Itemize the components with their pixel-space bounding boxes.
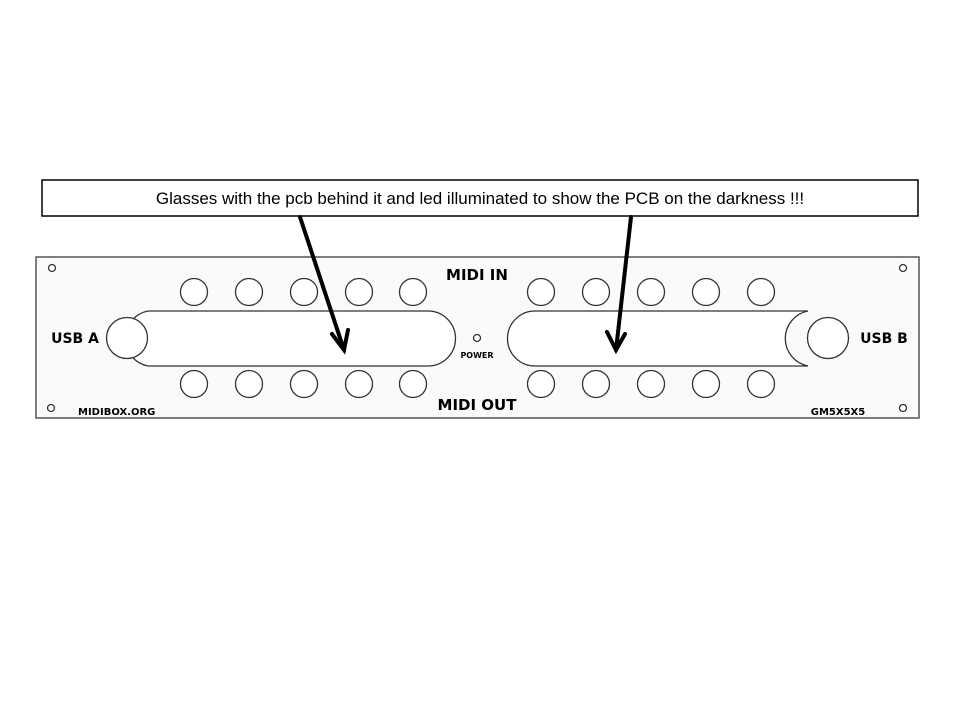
power-label: POWER: [460, 351, 493, 360]
usb-b-port: [806, 316, 850, 360]
arrow-right: [605, 215, 633, 355]
midi-out-jacks: [179, 369, 776, 399]
glass-window-left: [124, 310, 457, 367]
arrow-left: [298, 215, 350, 355]
glass-window-right: [506, 310, 809, 367]
midi-in-jacks: [179, 277, 776, 307]
callout-box: Glasses with the pcb behind it and led i…: [41, 179, 919, 217]
midi-in-label: MIDI IN: [446, 266, 508, 284]
usb-a-label: USB A: [51, 331, 99, 347]
callout-text: Glasses with the pcb behind it and led i…: [156, 189, 804, 208]
usb-a-port: [105, 316, 149, 360]
midi-out-label: MIDI OUT: [438, 396, 518, 414]
mounting-holes: [46, 263, 908, 413]
website-label: MIDIBOX.ORG: [78, 407, 155, 418]
usb-b-label: USB B: [860, 331, 908, 347]
power-led: [472, 333, 482, 343]
model-label: GM5X5X5: [811, 407, 865, 418]
